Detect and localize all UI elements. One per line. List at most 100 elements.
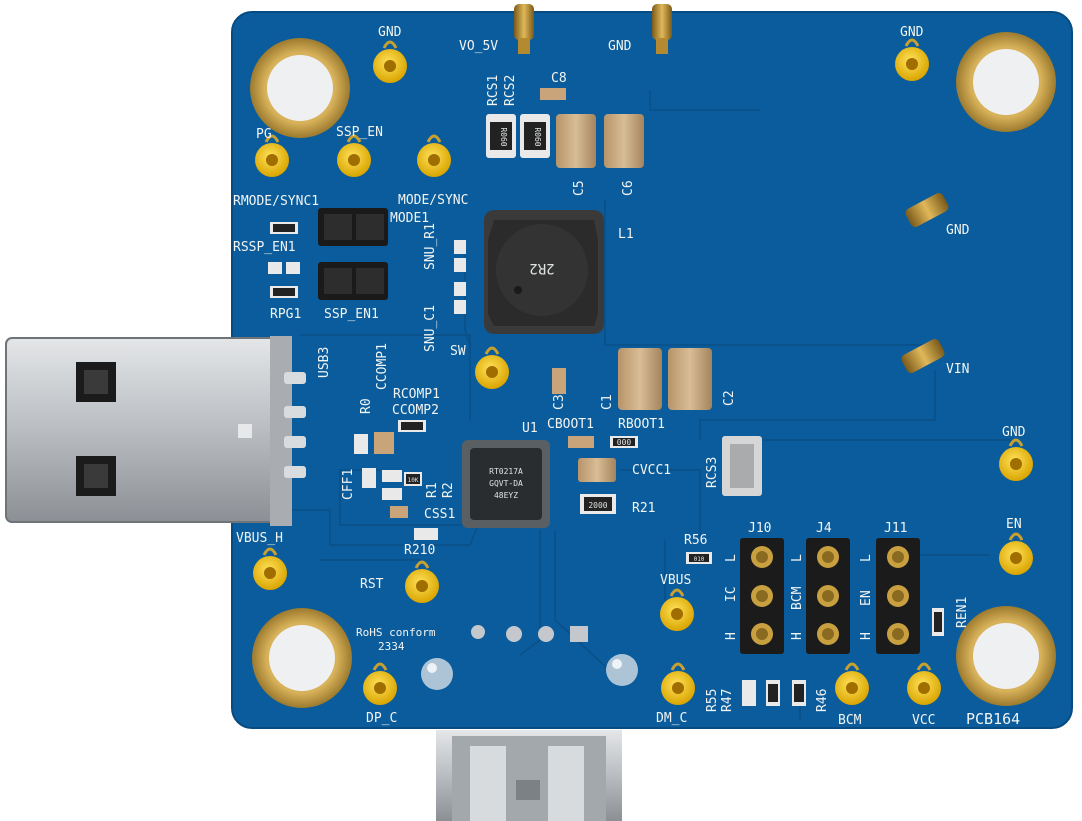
label-j10: J10 — [748, 521, 771, 536]
usb-a-plug — [5, 336, 306, 526]
capacitor-c8 — [540, 88, 566, 100]
label-ccomp1: CCOMP1 — [375, 343, 390, 390]
label-c8: C8 — [551, 71, 567, 86]
ic-u1: RT0217A GQVT-DA 48EYZ — [462, 440, 550, 528]
label-rboot1: RBOOT1 — [618, 417, 665, 432]
resistor-rpg1 — [270, 286, 298, 298]
connector-vo-5v — [514, 4, 534, 54]
label-j4-l: L — [790, 554, 805, 562]
snubber-parts — [454, 240, 466, 314]
label-cboot1: CBOOT1 — [547, 417, 594, 432]
label-j11-h: H — [859, 632, 874, 640]
label-snu-r1: SNU_R1 — [423, 223, 438, 270]
svg-text:RT0217A: RT0217A — [489, 467, 523, 476]
test-points — [253, 38, 1033, 705]
svg-text:R060: R060 — [499, 127, 508, 146]
testpoint-mode-sync — [417, 134, 451, 177]
label-vbus: VBUS — [660, 573, 691, 588]
label-r1: R1 — [425, 482, 440, 498]
capacitor-c6 — [604, 114, 644, 168]
label-usb3: USB3 — [317, 347, 332, 378]
label-rcs3: RCS3 — [705, 457, 720, 488]
resistor-ren1 — [932, 608, 944, 636]
svg-text:GQVT-DA: GQVT-DA — [489, 479, 523, 488]
label-j11-en: EN — [859, 590, 874, 606]
header-j11[interactable] — [876, 538, 920, 654]
testpoint-rst — [405, 560, 439, 603]
label-j10-ic: IC — [724, 586, 739, 602]
testpoint-gnd-right-low — [999, 438, 1033, 481]
label-r0: R0 — [359, 398, 374, 414]
label-rcomp1: RCOMP1 — [393, 387, 440, 402]
testpoint-gnd-top-left — [373, 40, 407, 83]
header-j10[interactable] — [740, 538, 784, 654]
testpoint-bcm — [835, 662, 869, 705]
label-l1: L1 — [618, 227, 634, 242]
pads-row — [471, 625, 588, 642]
label-gnd-top-left: GND — [378, 25, 402, 40]
label-vo-5v: VO_5V — [459, 39, 498, 54]
testpoint-ssp-en — [337, 134, 371, 177]
label-r21: R21 — [632, 501, 655, 516]
label-mode-sync: MODE/SYNC — [398, 193, 468, 208]
mounting-hole-top-left — [250, 38, 350, 138]
label-r210: R210 — [404, 543, 435, 558]
capacitor-c5 — [556, 114, 596, 168]
svg-text:2000: 2000 — [588, 501, 607, 510]
svg-text:10K: 10K — [408, 477, 419, 484]
connector-vin — [901, 339, 945, 373]
label-j10-h: H — [724, 632, 739, 640]
resistor-rboot1: 000 — [610, 436, 638, 448]
mounting-hole-bottom-right — [956, 606, 1056, 706]
label-snu-c1: SNU_C1 — [423, 305, 438, 352]
testpoint-pg — [255, 134, 289, 177]
testpoint-gnd-top-right — [895, 38, 929, 81]
label-j4: J4 — [816, 521, 832, 536]
connector-gnd-top — [652, 4, 672, 54]
resistors-bottom — [742, 680, 806, 706]
label-rssp-en1: RSSP_EN1 — [233, 240, 296, 255]
label-c6: C6 — [621, 180, 636, 196]
label-pg: PG — [256, 127, 272, 142]
svg-text:000: 000 — [617, 438, 632, 447]
label-rohs: RoHS conform — [356, 626, 436, 639]
label-r55: R55 — [705, 689, 720, 712]
label-c2: C2 — [722, 390, 737, 406]
label-r56: R56 — [684, 533, 707, 548]
resistor-rssp-en1 — [268, 262, 300, 274]
jumper-mode1[interactable] — [318, 208, 388, 246]
header-j4[interactable] — [806, 538, 850, 654]
label-gnd-right-low: GND — [1002, 425, 1026, 440]
capacitor-cboot1 — [568, 436, 594, 448]
label-vin: VIN — [946, 362, 969, 377]
jumper-ssp-en1[interactable] — [318, 262, 388, 300]
connector-gnd-right — [905, 193, 949, 227]
resistor-r56: 010 — [686, 552, 712, 564]
usb-receptacle — [436, 730, 622, 821]
label-j10-l: L — [724, 554, 739, 562]
testpoint-vbus-h — [253, 547, 287, 590]
label-rmode-sync1: RMODE/SYNC1 — [233, 194, 319, 209]
label-c1: C1 — [600, 394, 615, 410]
svg-text:R060: R060 — [533, 127, 542, 146]
label-bcm: BCM — [838, 713, 862, 728]
label-c5: C5 — [572, 180, 587, 196]
comp-parts: 10K — [354, 420, 438, 540]
label-gnd-top-right: GND — [900, 25, 924, 40]
clear-bumper-right — [606, 654, 638, 686]
label-rcs1: RCS1 — [486, 75, 501, 106]
label-j11: J11 — [884, 521, 907, 536]
label-u1: U1 — [522, 421, 538, 436]
label-r47: R47 — [720, 689, 735, 712]
label-date-code: 2334 — [378, 640, 405, 653]
label-cvcc1: CVCC1 — [632, 463, 671, 478]
resistor-rcs1: R060 — [486, 114, 516, 158]
label-sw: SW — [450, 344, 466, 359]
inductor-l1: 2R2 — [484, 210, 604, 334]
label-cff1: CFF1 — [341, 469, 356, 500]
capacitor-c3 — [552, 368, 566, 394]
clear-bumper-left — [421, 658, 453, 690]
label-ren1: REN1 — [955, 597, 970, 628]
resistor-r21: 2000 — [580, 494, 616, 514]
svg-text:010: 010 — [694, 556, 705, 563]
